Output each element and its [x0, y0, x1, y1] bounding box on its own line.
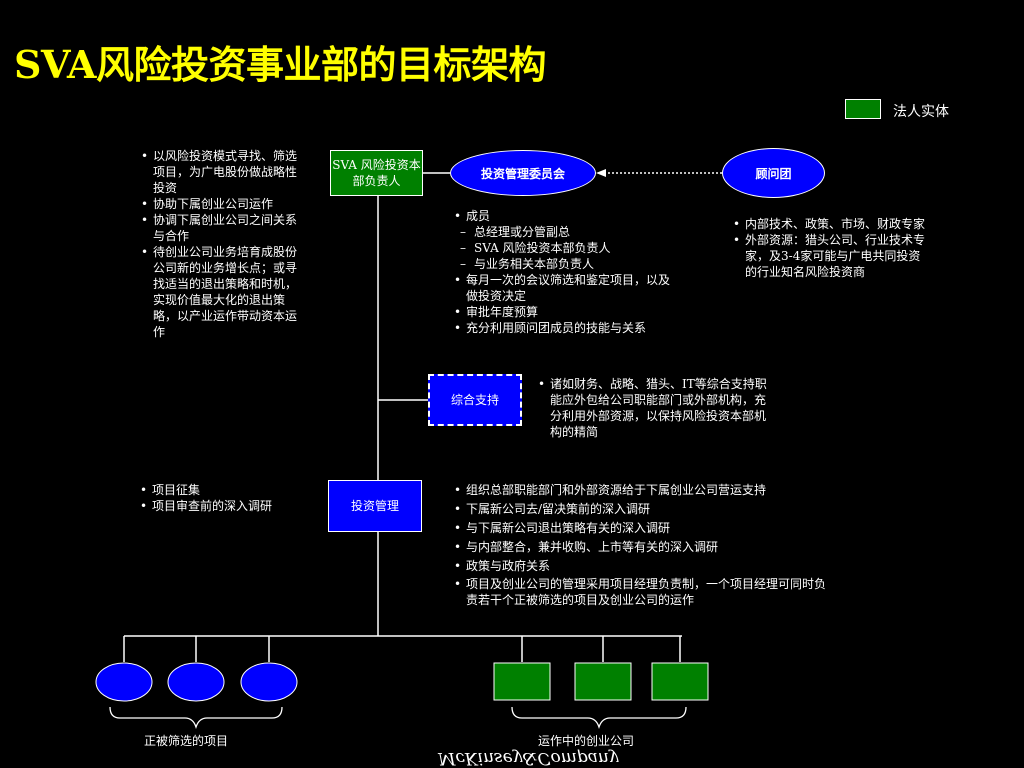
advisor-bullet-list: 内部技术、政策、市场、财政专家 外部资源：猎头公司、行业技术专家，及3-4家可能…: [733, 216, 928, 280]
project-circle: [167, 662, 225, 702]
support-box: 综合支持: [428, 374, 522, 426]
list-item: 项目审查前的深入调研: [140, 498, 315, 514]
list-item: 外部资源：猎头公司、行业技术专家，及3-4家可能与广电共同投资的行业知名风险投资…: [733, 232, 928, 280]
company-square: [574, 662, 632, 701]
project-circle: [95, 662, 153, 702]
right-brace: [511, 706, 687, 730]
committee-bullet-list: 成员 总经理或分管副总 SVA 风险投资本部负责人 与业务相关本部负责人 每月一…: [454, 208, 694, 336]
list-item: 审批年度预算: [454, 304, 694, 320]
page-title: SVA风险投资事业部的目标架构: [14, 42, 546, 87]
investment-mgmt-box: 投资管理: [328, 480, 422, 532]
company-square: [651, 662, 709, 701]
list-item: 充分利用顾问团成员的技能与关系: [454, 320, 694, 336]
list-item: 项目及创业公司的管理采用项目经理负责制，一个项目经理可同时负责若干个正被筛选的项…: [454, 576, 832, 608]
advisors-oval: 顾问团: [722, 148, 825, 198]
arrow-head-icon: [596, 169, 606, 177]
legend-swatch: [845, 99, 881, 119]
list-item: 项目征集: [140, 482, 315, 498]
invest-right-bullet-list: 组织总部职能部门和外部资源给于下属创业公司营运支持 下属新公司去/留决策前的深入…: [454, 481, 832, 608]
list-item: 协助下属创业公司运作: [141, 196, 301, 212]
list-subitem: 总经理或分管副总: [454, 224, 694, 240]
head-box-label: SVA 风险投资本部负责人: [332, 158, 421, 188]
head-box: SVA 风险投资本部负责人: [330, 150, 423, 196]
list-item: 组织总部职能部门和外部资源给于下属创业公司营运支持: [454, 481, 832, 500]
committee-oval: 投资管理委员会: [450, 150, 596, 196]
list-item: 下属新公司去/留决策前的深入调研: [454, 500, 832, 519]
list-item: 诸如财务、战略、猎头、IT等综合支持职能应外包给公司职能部门或外部机构，充分利用…: [538, 376, 770, 440]
operating-companies-caption: 运作中的创业公司: [538, 734, 635, 748]
list-item: 以风险投资模式寻找、筛选项目，为广电股份做战略性投资: [141, 148, 301, 196]
left-brace: [109, 706, 283, 730]
project-circle: [240, 662, 298, 702]
mckinsey-logo: McKinsey&Company: [438, 748, 619, 768]
list-item: 与下属新公司退出策略有关的深入调研: [454, 519, 832, 538]
legend-label: 法人实体: [893, 104, 949, 120]
list-item: 成员: [454, 208, 694, 224]
list-item: 每月一次的会议筛选和鉴定项目，以及做投资决定: [454, 272, 681, 304]
list-item: 内部技术、政策、市场、财政专家: [733, 216, 928, 232]
list-item: 政策与政府关系: [454, 557, 832, 576]
list-item: 待创业公司业务培育成股份公司新的业务增长点；或寻找适当的退出策略和时机，实现价值…: [141, 244, 301, 340]
list-subitem: SVA 风险投资本部负责人: [454, 240, 694, 256]
investment-mgmt-label: 投资管理: [350, 499, 399, 513]
committee-label: 投资管理委员会: [480, 166, 565, 181]
advisors-label: 顾问团: [755, 166, 792, 181]
left-bullet-list: 以风险投资模式寻找、筛选项目，为广电股份做战略性投资 协助下属创业公司运作 协调…: [141, 148, 301, 340]
list-subitem: 与业务相关本部负责人: [454, 256, 694, 272]
company-square: [493, 662, 551, 701]
invest-left-bullet-list: 项目征集 项目审查前的深入调研: [140, 482, 315, 514]
support-bullet-list: 诸如财务、战略、猎头、IT等综合支持职能应外包给公司职能部门或外部机构，充分利用…: [538, 376, 770, 440]
screening-projects-caption: 正被筛选的项目: [144, 734, 229, 748]
support-label: 综合支持: [450, 393, 499, 407]
list-item: 协调下属创业公司之间关系与合作: [141, 212, 301, 244]
list-item: 与内部整合，兼并收购、上市等有关的深入调研: [454, 538, 832, 557]
